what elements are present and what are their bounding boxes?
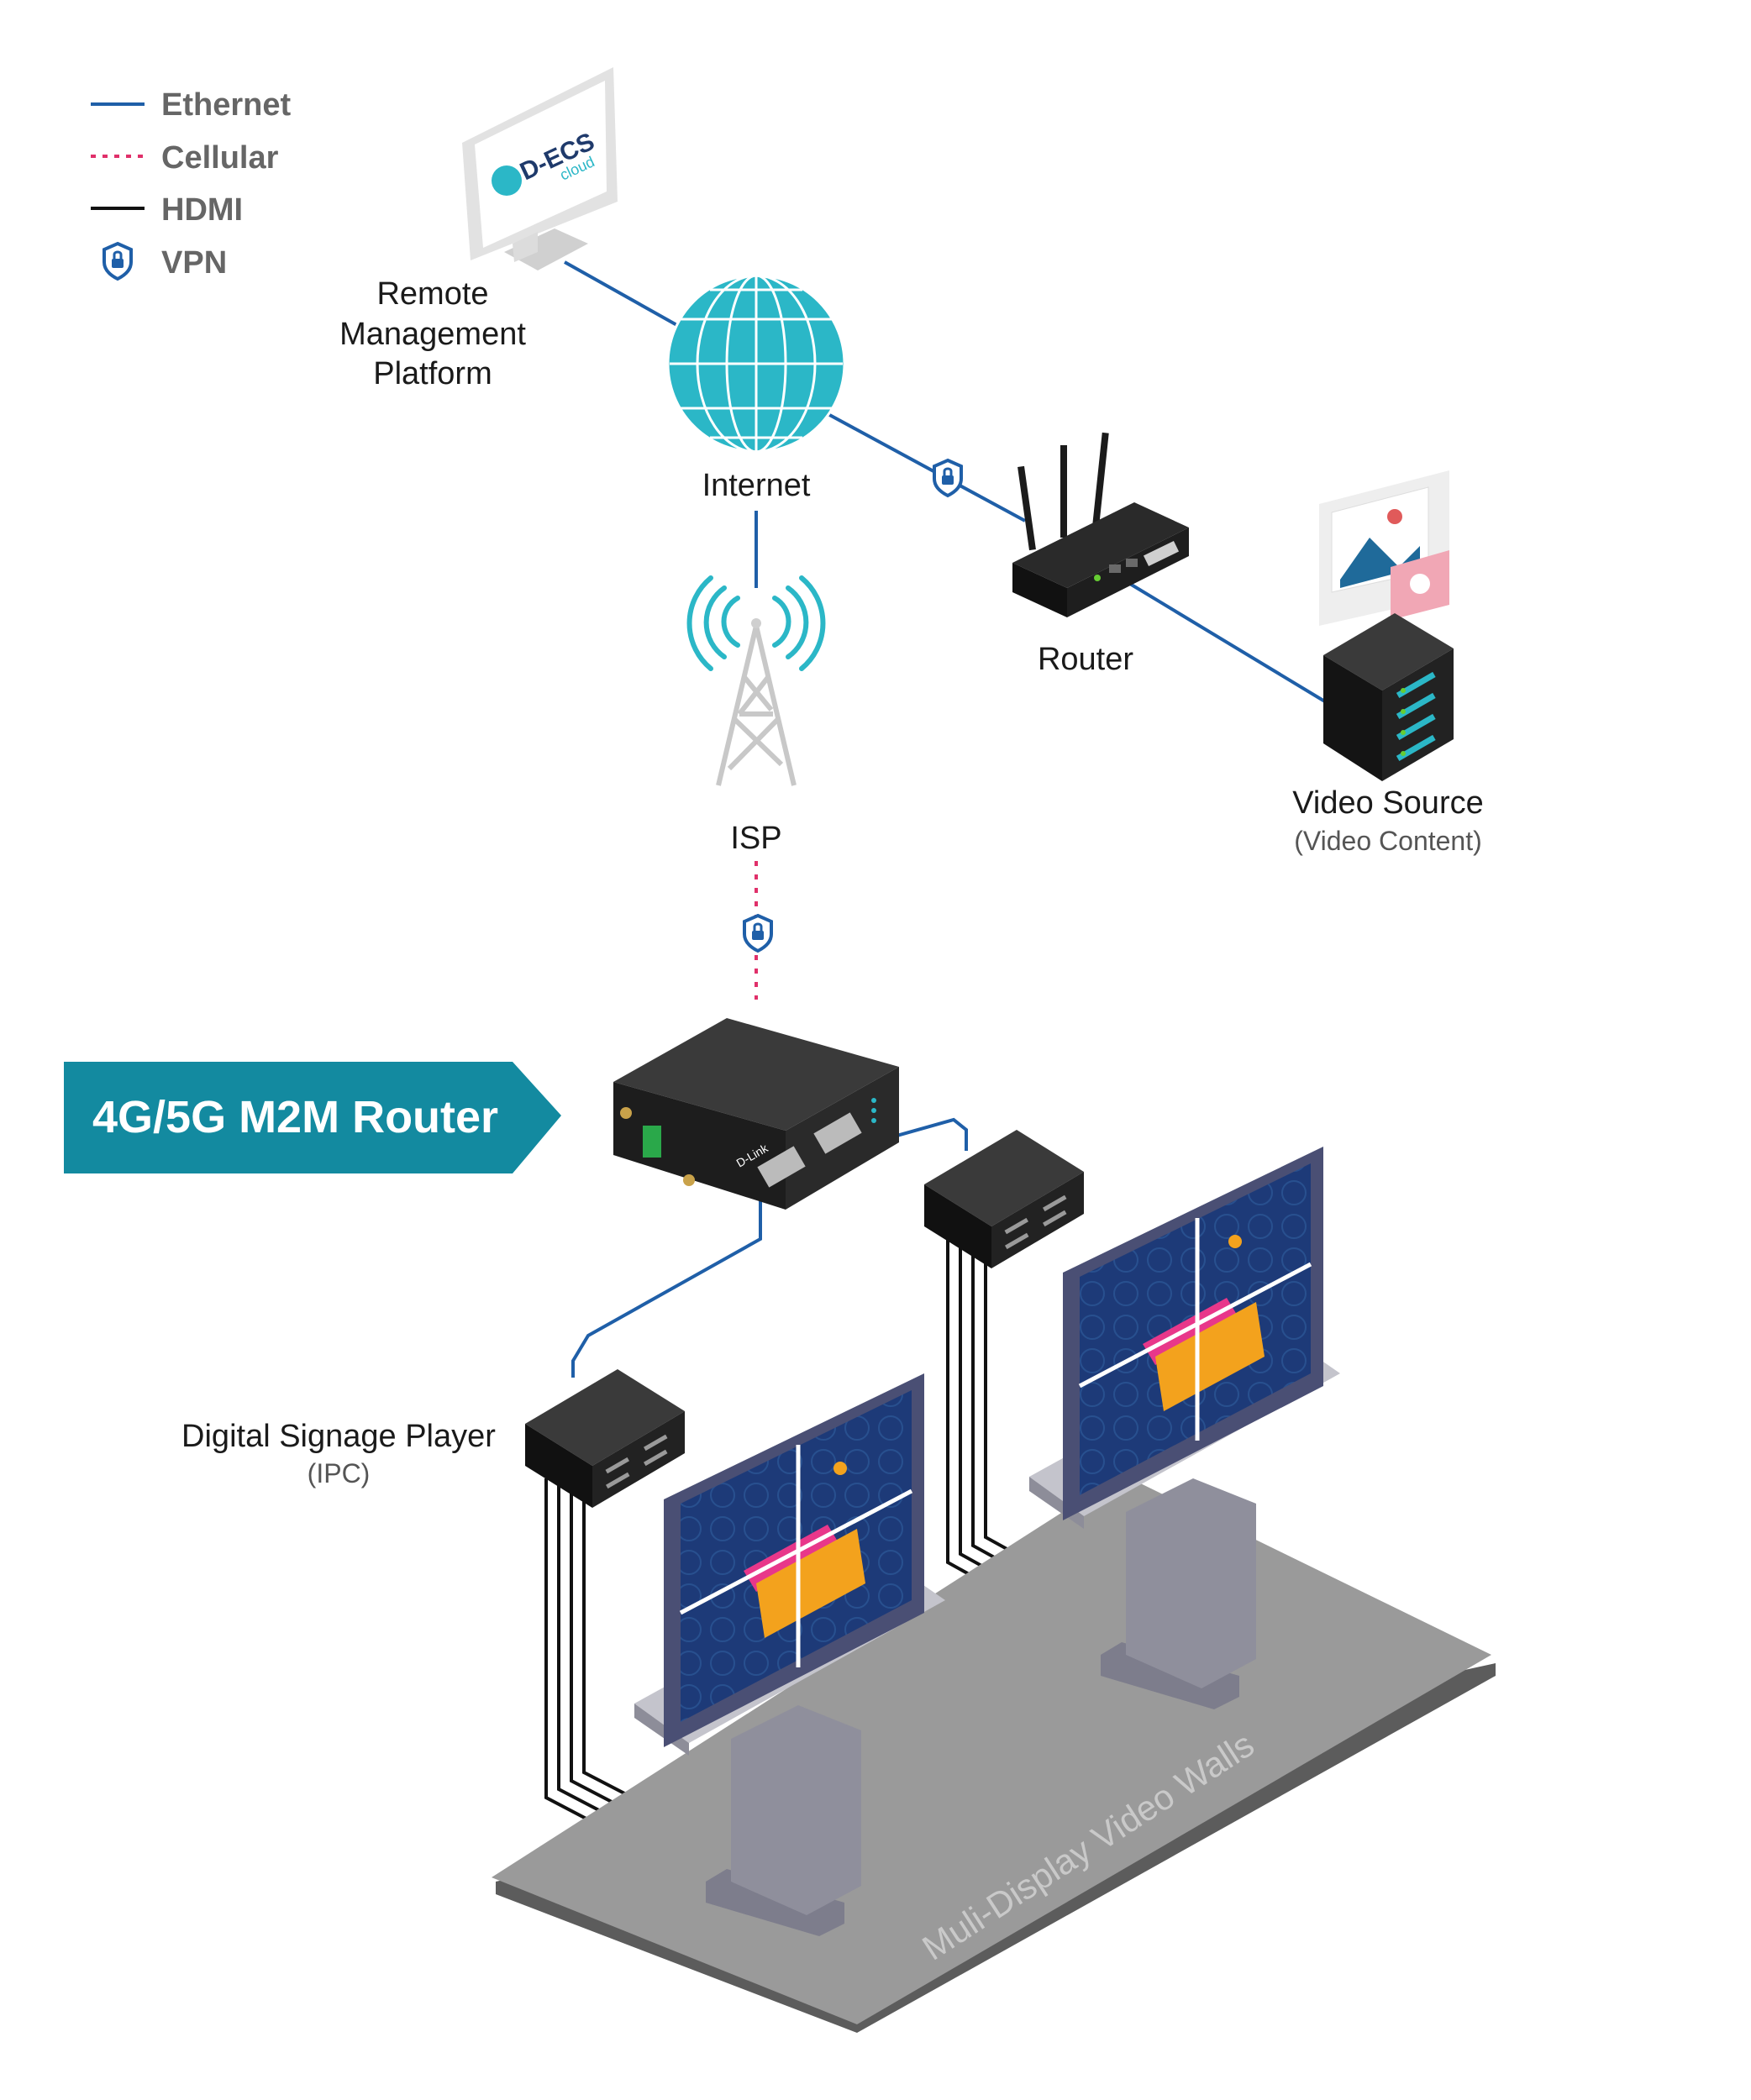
video-wall-floor: Muli-Display Video Walls (492, 1474, 1496, 2033)
video-source-sublabel: (Video Content) (1294, 826, 1482, 856)
video-content-icon (1319, 470, 1449, 626)
vpn-shield-icon (103, 242, 133, 281)
server-icon (1323, 613, 1454, 781)
video-wall-right (1029, 1147, 1340, 1709)
player-box-icon (525, 1369, 685, 1508)
m2m-router-label: 4G/5G M2M Router (92, 1092, 498, 1142)
platform-label-line2: Management (339, 317, 526, 352)
legend-hdmi-label: HDMI (161, 192, 243, 228)
vpn-shield-icon (743, 914, 773, 953)
platform-label-line3: Platform (373, 356, 492, 391)
internet-label: Internet (702, 468, 811, 503)
player-box-icon (924, 1130, 1084, 1268)
legend-ethernet-label: Ethernet (161, 87, 291, 123)
router-label: Router (1038, 642, 1133, 677)
player-label: Digital Signage Player (181, 1419, 496, 1454)
platform-label-line1: Remote (376, 276, 488, 312)
m2m-router-icon: D-Link (613, 1018, 899, 1210)
vpn-shield-icon (933, 459, 963, 497)
player-sublabel: (IPC) (308, 1458, 371, 1488)
cell-tower-icon (686, 575, 826, 786)
isp-label: ISP (730, 821, 781, 856)
legend-cellular-label: Cellular (161, 140, 279, 176)
video-source-label: Video Source (1292, 785, 1483, 821)
legend-vpn-label: VPN (161, 245, 227, 281)
m2m-router-banner: 4G/5G M2M Router (64, 1062, 561, 1173)
monitor-icon: D-ECS cloud (462, 67, 618, 270)
video-wall-left (634, 1373, 945, 1936)
globe-icon (666, 274, 846, 454)
router-icon (1012, 432, 1189, 617)
legend: Ethernet Cellular HDMI VPN (91, 87, 291, 281)
